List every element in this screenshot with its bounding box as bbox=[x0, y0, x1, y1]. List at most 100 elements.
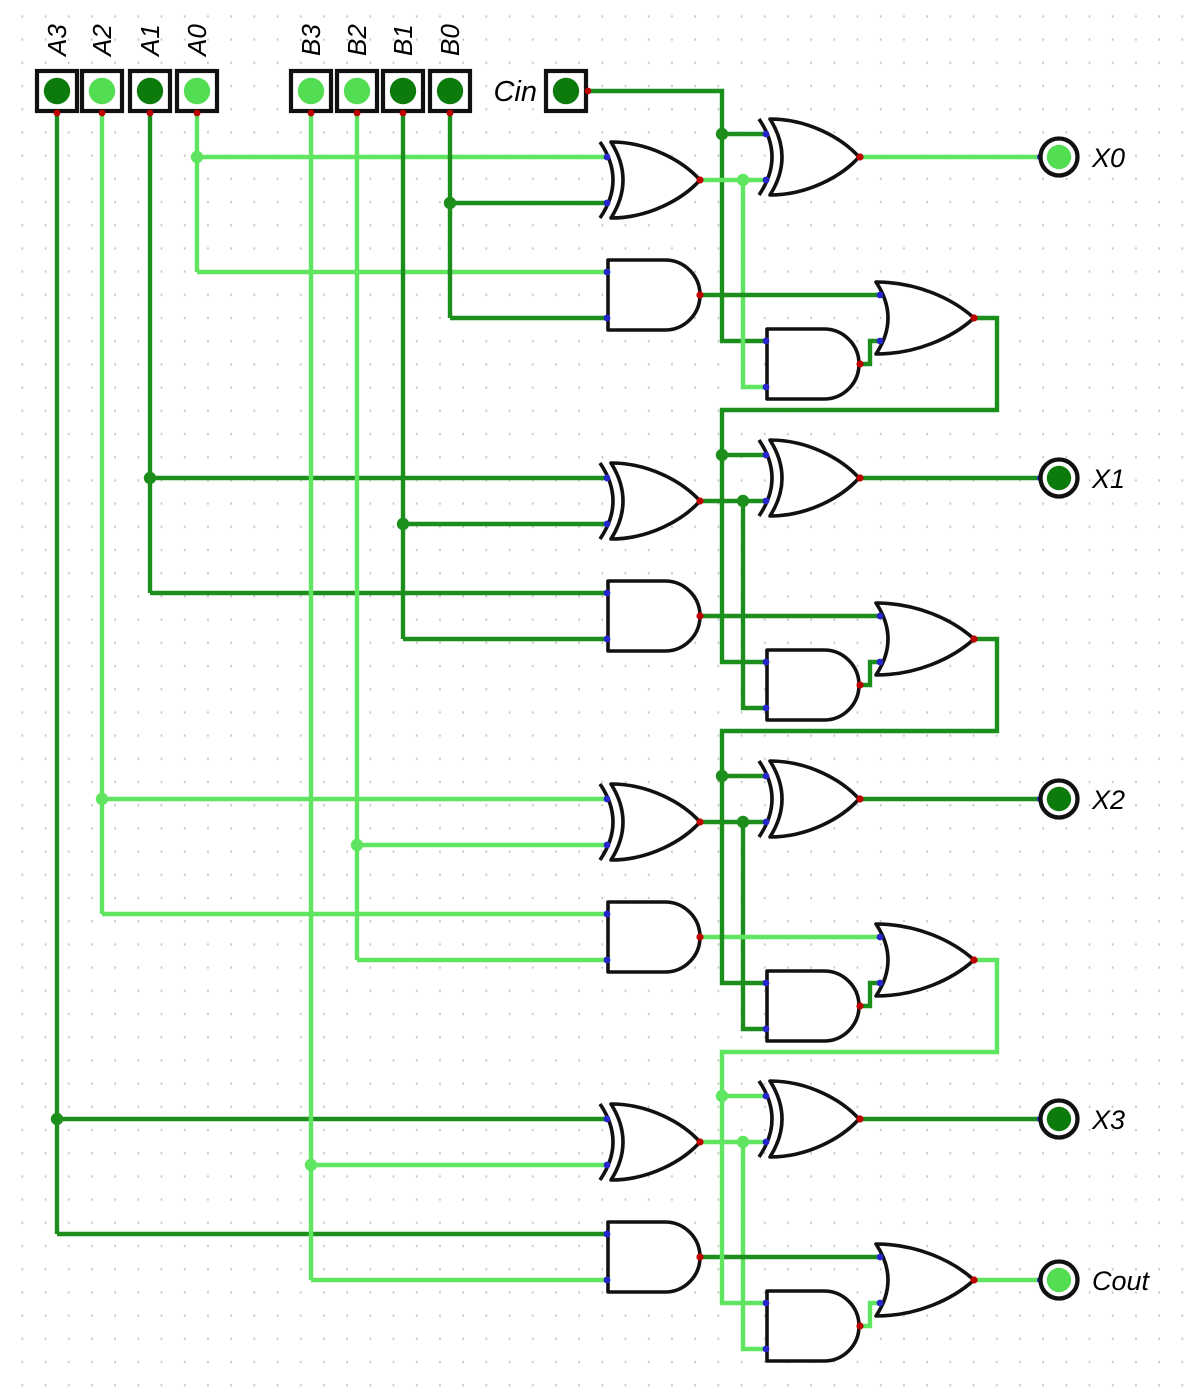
gate-body bbox=[768, 438, 861, 518]
wire-junction bbox=[443, 196, 457, 210]
output-pin-label: X2 bbox=[1091, 785, 1125, 815]
output-pin-label: X3 bbox=[1091, 1105, 1125, 1135]
gate-input-terminal bbox=[762, 1345, 770, 1353]
gate-output-terminal bbox=[696, 818, 704, 826]
gate-body bbox=[609, 461, 702, 541]
wire-junction bbox=[715, 127, 729, 141]
gate-input-terminal bbox=[603, 268, 611, 276]
xor-lead-arc bbox=[598, 461, 615, 541]
or-gate-or1[interactable] bbox=[874, 601, 978, 677]
and-gate-and3b[interactable] bbox=[762, 1289, 864, 1363]
pin-state-circle bbox=[183, 77, 211, 105]
wire-junction bbox=[95, 792, 109, 806]
gate-output-terminal bbox=[856, 1115, 864, 1123]
gate-output-terminal bbox=[856, 153, 864, 161]
gate-body bbox=[874, 280, 976, 356]
gate-input-terminal bbox=[762, 704, 770, 712]
gate-body bbox=[765, 969, 861, 1043]
gate-body bbox=[765, 648, 861, 722]
gate-input-terminal bbox=[876, 1253, 884, 1261]
and-gate-and3a[interactable] bbox=[603, 1220, 704, 1294]
gate-input-terminal bbox=[603, 841, 611, 849]
and-gate-and2b[interactable] bbox=[762, 969, 864, 1043]
xor-gate-xor2a[interactable] bbox=[598, 782, 704, 862]
wire-junction bbox=[304, 1158, 318, 1172]
and-gate-and0a[interactable] bbox=[603, 258, 704, 332]
input-pin-label: A2 bbox=[87, 24, 117, 58]
output-pin-X0[interactable]: X0 bbox=[1037, 136, 1125, 178]
gate-output-terminal bbox=[970, 1276, 978, 1284]
xor-lead-arc bbox=[598, 140, 615, 220]
and-gate-and0b[interactable] bbox=[762, 327, 864, 401]
gate-body bbox=[609, 1102, 702, 1182]
input-pin-label: B2 bbox=[342, 24, 372, 56]
gate-input-terminal bbox=[603, 589, 611, 597]
pin-output-terminal bbox=[353, 109, 361, 117]
xor-gate-xor0b[interactable] bbox=[757, 117, 864, 197]
wire-junction bbox=[736, 173, 750, 187]
pin-output-terminal bbox=[307, 109, 315, 117]
input-pin-B1[interactable]: B1 bbox=[380, 24, 426, 117]
gate-input-terminal bbox=[876, 933, 884, 941]
input-pin-A3[interactable]: A3 bbox=[34, 24, 80, 117]
gate-input-terminal bbox=[762, 658, 770, 666]
gate-body bbox=[768, 1079, 861, 1159]
or-gate-or3[interactable] bbox=[874, 1242, 978, 1318]
xor-lead-arc bbox=[757, 759, 774, 839]
gate-input-terminal bbox=[762, 176, 770, 184]
pin-output-terminal bbox=[399, 109, 407, 117]
xor-lead-arc bbox=[598, 1102, 615, 1182]
input-pin-A0[interactable]: A0 bbox=[174, 24, 220, 117]
gate-input-terminal bbox=[762, 130, 770, 138]
gate-body bbox=[609, 140, 702, 220]
gate-body bbox=[606, 900, 702, 974]
gate-output-terminal bbox=[856, 360, 864, 368]
input-pin-label: B0 bbox=[435, 24, 465, 56]
xor-lead-arc bbox=[757, 438, 774, 518]
input-pin-B3[interactable]: B3 bbox=[288, 24, 334, 117]
gate-body bbox=[606, 579, 702, 653]
output-pin-X1[interactable]: X1 bbox=[1037, 457, 1125, 499]
pin-state-circle bbox=[389, 77, 417, 105]
xor-gate-xor3b[interactable] bbox=[757, 1079, 864, 1159]
and-gate-and2a[interactable] bbox=[603, 900, 704, 974]
and-gate-and1a[interactable] bbox=[603, 579, 704, 653]
output-pin-X2[interactable]: X2 bbox=[1037, 778, 1125, 820]
input-pin-B2[interactable]: B2 bbox=[334, 24, 380, 117]
input-pin-Cin[interactable]: Cin bbox=[493, 68, 592, 114]
gate-output-terminal bbox=[970, 314, 978, 322]
wire-junction bbox=[715, 448, 729, 462]
gate-input-terminal bbox=[603, 635, 611, 643]
xor-gate-xor0a[interactable] bbox=[598, 140, 704, 220]
xor-gate-xor3a[interactable] bbox=[598, 1102, 704, 1182]
input-pin-A2[interactable]: A2 bbox=[79, 24, 125, 117]
wire-junction bbox=[736, 815, 750, 829]
wire-junction bbox=[736, 494, 750, 508]
gate-input-terminal bbox=[762, 497, 770, 505]
and-gate-and1b[interactable] bbox=[762, 648, 864, 722]
pin-state-circle bbox=[1046, 786, 1072, 812]
xor-gate-xor1b[interactable] bbox=[757, 438, 864, 518]
pin-state-circle bbox=[1046, 144, 1072, 170]
or-gate-or0[interactable] bbox=[874, 280, 978, 356]
gate-input-terminal bbox=[762, 383, 770, 391]
input-pin-B0[interactable]: B0 bbox=[427, 24, 473, 117]
gate-body bbox=[874, 601, 976, 677]
gate-input-terminal bbox=[876, 658, 884, 666]
gate-input-terminal bbox=[762, 1025, 770, 1033]
xor-gate-xor2b[interactable] bbox=[757, 759, 864, 839]
wire-and1b-to-or1 bbox=[860, 659, 880, 688]
gate-input-terminal bbox=[603, 1115, 611, 1123]
pin-state-circle bbox=[1046, 1106, 1072, 1132]
input-pin-A1[interactable]: A1 bbox=[127, 24, 173, 117]
pin-output-terminal bbox=[584, 87, 592, 95]
gate-output-terminal bbox=[856, 795, 864, 803]
output-pin-X3[interactable]: X3 bbox=[1037, 1098, 1125, 1140]
or-gate-or2[interactable] bbox=[874, 922, 978, 998]
gate-output-terminal bbox=[856, 474, 864, 482]
output-pin-Cout[interactable]: Cout bbox=[1037, 1259, 1151, 1301]
wire-carry2-wrap bbox=[719, 957, 1000, 1306]
xor-gate-xor1a[interactable] bbox=[598, 461, 704, 541]
gate-input-terminal bbox=[762, 337, 770, 345]
